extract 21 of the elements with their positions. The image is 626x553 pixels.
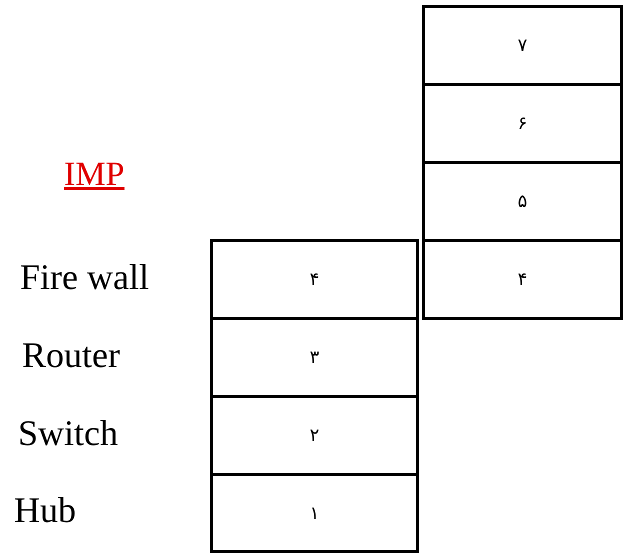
layer-number: ۴ xyxy=(310,269,320,290)
layer-box xyxy=(210,317,419,398)
layer-box xyxy=(422,161,623,242)
layer-box xyxy=(422,239,623,320)
layer-box xyxy=(422,83,623,164)
layer-number: ۲ xyxy=(310,425,320,446)
device-label: Hub xyxy=(14,489,76,531)
layer-number: ۶ xyxy=(518,113,528,134)
layer-number: ۵ xyxy=(518,191,528,212)
layer-box xyxy=(210,239,419,320)
device-label: Switch xyxy=(18,412,118,454)
device-label: Fire wall xyxy=(20,256,149,298)
layer-number: ۳ xyxy=(310,347,320,368)
layer-number: ۴ xyxy=(518,269,528,290)
layer-number: ۱ xyxy=(310,502,320,524)
heading-label: IMP xyxy=(64,156,124,194)
layer-number: ۷ xyxy=(518,35,528,56)
layer-box xyxy=(210,473,419,553)
layer-box xyxy=(210,395,419,476)
device-label: Router xyxy=(22,334,120,376)
layer-box xyxy=(422,5,623,86)
